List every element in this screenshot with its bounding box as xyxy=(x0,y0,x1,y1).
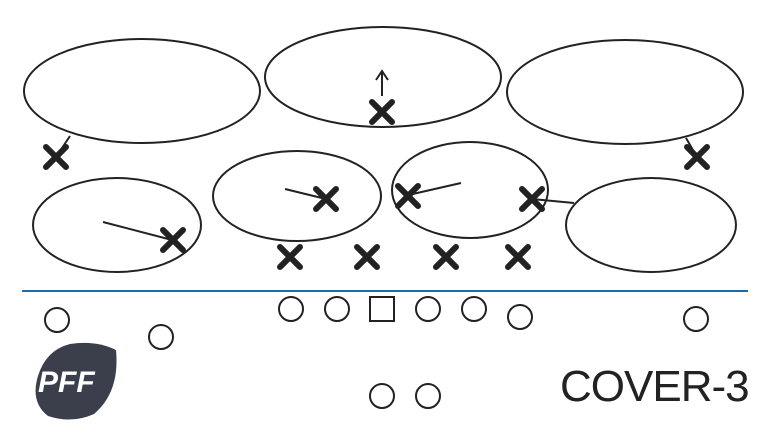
coverage-zones xyxy=(23,26,744,273)
defender-inside-linebacker-right xyxy=(395,183,421,209)
drop-lines xyxy=(55,69,698,241)
offense-slot-left xyxy=(148,324,174,350)
zone-deep-middle xyxy=(264,26,502,128)
pff-logo-text: PFF xyxy=(38,366,95,399)
offense-running-back xyxy=(415,383,441,409)
pff-logo: PFF xyxy=(34,342,118,425)
offense-right-tackle xyxy=(461,296,487,322)
zone-deep-third-left xyxy=(23,38,261,144)
defender-defensive-lineman-3 xyxy=(433,244,459,270)
drop-line xyxy=(531,198,575,204)
defender-defensive-lineman-2 xyxy=(354,244,380,270)
offense-quarterback xyxy=(369,383,395,409)
offense-left-tackle xyxy=(278,296,304,322)
defender-defensive-lineman-1 xyxy=(277,244,303,270)
offense-receiver-left xyxy=(44,307,70,333)
offense-tight-end xyxy=(507,304,533,330)
zone-deep-third-right xyxy=(506,39,744,145)
zone-hook-curl-left xyxy=(212,150,382,242)
offense-players xyxy=(44,296,709,409)
pff-logo-mark: PFF xyxy=(35,342,117,420)
coverage-title: COVER-3 xyxy=(560,362,750,411)
defender-defensive-lineman-4 xyxy=(505,244,531,270)
zone-flat-left xyxy=(32,177,202,273)
drop-line xyxy=(102,221,173,241)
defender-outside-linebacker-left xyxy=(160,227,186,253)
zone-flat-right xyxy=(565,177,737,273)
offense-right-guard xyxy=(415,296,441,322)
defense-players xyxy=(43,99,710,270)
defender-free-safety xyxy=(369,99,395,125)
defender-cornerback-right xyxy=(684,144,710,170)
offense-receiver-right xyxy=(683,306,709,332)
defender-inside-linebacker-left xyxy=(313,186,339,212)
arrow-head xyxy=(375,69,389,81)
offense-left-guard xyxy=(324,296,350,322)
zone-hook-curl-right xyxy=(391,141,549,239)
offense-center xyxy=(369,296,395,322)
defender-outside-linebacker-right xyxy=(519,186,545,212)
drop-line xyxy=(284,188,327,200)
defender-cornerback-left xyxy=(43,144,69,170)
